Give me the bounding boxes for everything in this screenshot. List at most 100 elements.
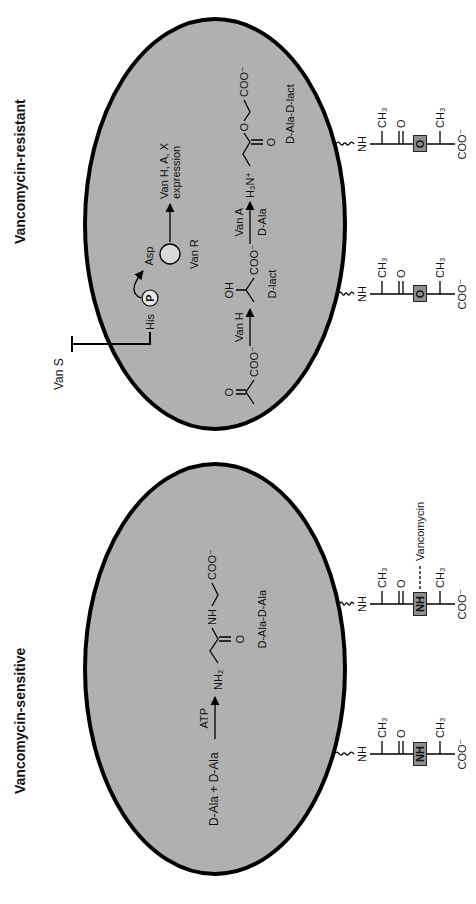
chem-label: CH₃: [376, 108, 389, 128]
chem-label: NH: [356, 136, 369, 152]
chem-label: Van H, A, X expression: [158, 119, 183, 199]
chem-label: OH: [223, 282, 236, 299]
chem-label: NH: [356, 746, 369, 762]
chain-bond: [402, 131, 403, 144]
residue-label: O: [414, 140, 426, 149]
chem-label: COO⁻: [456, 279, 469, 310]
chain-bond: [370, 293, 455, 294]
van-s-receptor: [72, 332, 150, 352]
chem-label: Van H: [233, 312, 246, 342]
chem-label: O: [223, 388, 236, 397]
chem-label: His: [144, 314, 157, 330]
residue-box: NH: [413, 742, 427, 766]
chain-bond: [402, 281, 403, 294]
reaction-arrow: [249, 309, 250, 346]
chem-label: CH₃: [434, 258, 447, 278]
chain-bond: [370, 603, 455, 604]
chem-label: NH: [206, 609, 219, 625]
molecule-skeleton: [243, 100, 263, 166]
chain-bond: [370, 753, 455, 754]
chem-label: O: [265, 138, 278, 147]
chain-bond: [439, 131, 440, 144]
molecule-skeleton: [236, 278, 254, 302]
chem-label: Vancomycin: [414, 502, 427, 561]
phosphate-label: P: [144, 294, 156, 301]
chain-bond: [439, 741, 440, 754]
chem-label: O: [395, 579, 408, 588]
sensitive-reaction: [210, 583, 231, 739]
chem-label: D-lact: [266, 270, 279, 299]
cell-oval: Vancomycin-sensitive: [10, 449, 370, 889]
chem-label: O: [234, 635, 247, 644]
chem-label: D-Ala-D-Ala: [256, 590, 269, 649]
chain-squiggle: [339, 602, 354, 605]
chem-label: CH₃: [376, 568, 389, 588]
chem-label: H₃N⁺: [244, 172, 257, 198]
residue-box: NH: [413, 592, 427, 616]
chem-label: O: [395, 269, 408, 278]
chem-label: COO⁻: [456, 589, 469, 620]
chem-label: COO⁻: [206, 549, 219, 580]
residue-box: O: [413, 136, 427, 153]
chain-bond: [398, 741, 399, 754]
van-r-protein: [160, 244, 180, 264]
chem-label: Asp: [143, 247, 156, 266]
chem-label: O: [238, 123, 251, 132]
chain-bond: [439, 591, 440, 604]
reaction-arrow: [214, 697, 215, 739]
residue-label: NH: [414, 746, 426, 762]
chain-bond: [439, 281, 440, 294]
chain-bond: [381, 741, 382, 754]
chem-label: ATP: [198, 708, 211, 729]
reaction-arrow: [169, 204, 170, 242]
cell-membrane: [85, 19, 345, 429]
peptide-chains: [334, 131, 455, 755]
chem-label: CH₃: [434, 108, 447, 128]
residue-label: O: [414, 290, 426, 299]
chain-squiggle: [334, 752, 354, 755]
chem-label: COO⁻: [456, 129, 469, 160]
chem-label: CH₃: [434, 718, 447, 738]
chem-label: CH₃: [434, 568, 447, 588]
chem-label: O: [395, 119, 408, 128]
chain-bond: [402, 591, 403, 604]
cell-outline: [10, 449, 370, 889]
chem-label: NH: [356, 286, 369, 302]
chain-bond: [381, 281, 382, 294]
chem-label: COO⁻: [238, 66, 251, 97]
chem-label: COO⁻: [248, 244, 261, 275]
chem-label: NH: [356, 596, 369, 612]
panel-title: Vancomycin-resistant: [12, 99, 28, 244]
molecule-skeleton: [236, 380, 254, 404]
chem-label: COO⁻: [248, 346, 261, 377]
chain-bond: [402, 741, 403, 754]
reaction-arrow: [249, 202, 250, 244]
chain-bond: [381, 591, 382, 604]
residue-box: O: [413, 286, 427, 303]
chem-label: Van R: [188, 239, 201, 269]
chain-bond: [398, 591, 399, 604]
chem-label: Van S: [53, 358, 67, 390]
chain-bond: [370, 143, 455, 144]
chain-bond: [381, 131, 382, 144]
chain-bond: [398, 131, 399, 144]
chem-label: D-Ala + D-Ala: [208, 752, 222, 826]
chem-label: CH₃: [376, 718, 389, 738]
chem-label: Van A: [233, 208, 246, 237]
chem-label: D-Ala-D-lact: [284, 84, 297, 144]
chem-label: NH₂: [212, 670, 225, 690]
chem-label: COO⁻: [456, 739, 469, 770]
panel-title: Vancomycin-sensitive: [12, 648, 28, 794]
phosphotransfer-arrow: [134, 271, 143, 298]
residue-label: NH: [414, 596, 426, 612]
chain-squiggle: [336, 142, 354, 145]
cell-membrane: [85, 464, 345, 874]
chem-label: D-Ala: [256, 208, 269, 236]
chem-label: O: [395, 729, 408, 738]
chem-label: CH₃: [376, 258, 389, 278]
chain-bond: [398, 281, 399, 294]
chain-squiggle: [338, 292, 354, 295]
circle-shape: [142, 290, 158, 306]
